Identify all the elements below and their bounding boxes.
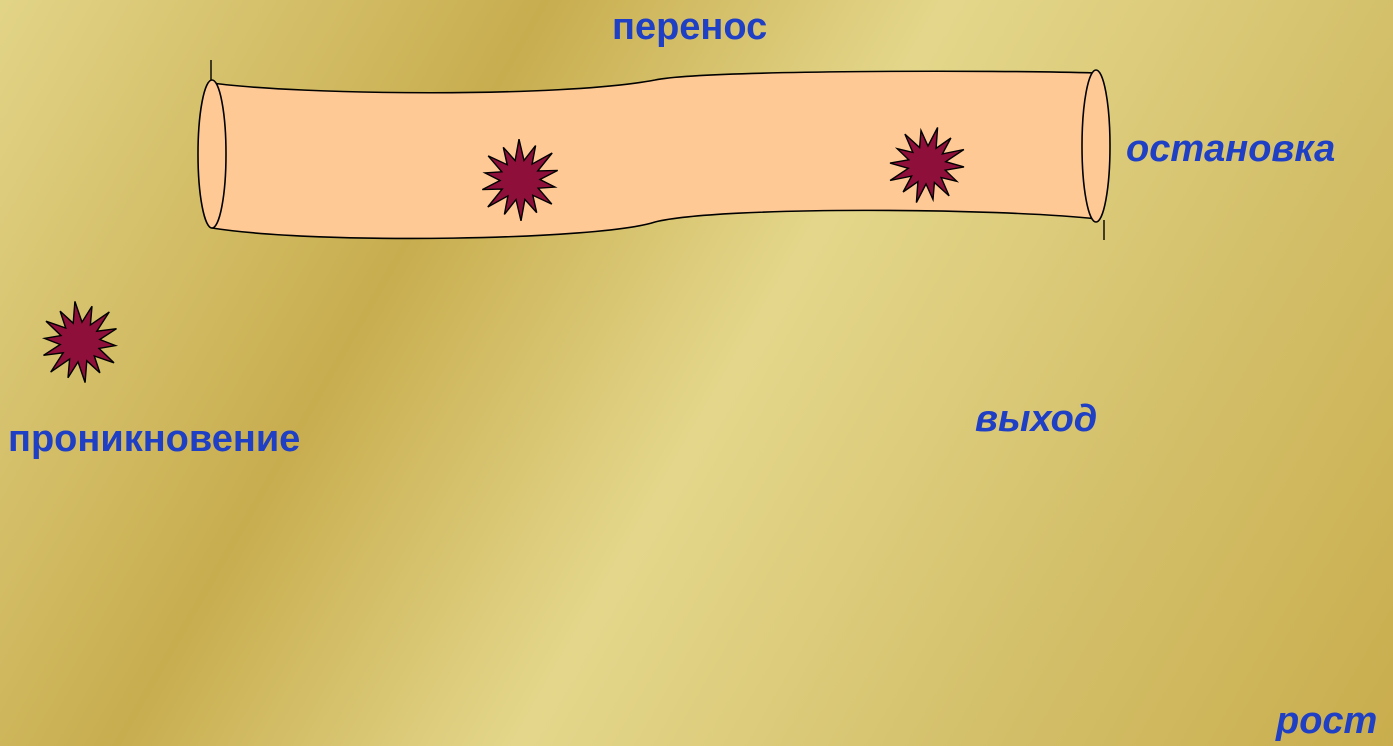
label-growth: рост: [1276, 702, 1377, 740]
label-exit: выход: [975, 400, 1097, 438]
tube-left-end: [198, 80, 226, 228]
tube-right-end: [1082, 70, 1110, 222]
label-stop: остановка: [1126, 130, 1335, 168]
label-transfer: перенос: [612, 8, 767, 46]
particle-penetrating: [44, 301, 117, 382]
tube-body: [212, 71, 1097, 238]
label-penetration: проникновение: [8, 420, 300, 458]
